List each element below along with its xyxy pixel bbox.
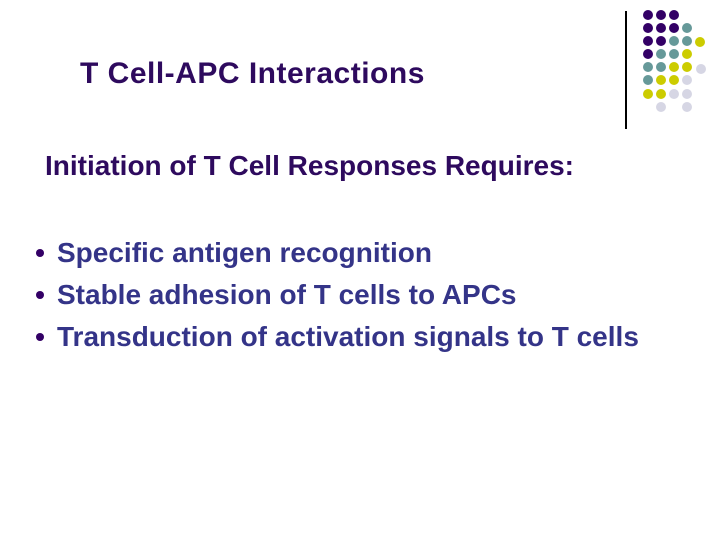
dot xyxy=(682,62,692,72)
dot xyxy=(656,62,666,72)
slide-subtitle: Initiation of T Cell Responses Requires: xyxy=(45,150,574,181)
dot xyxy=(656,89,666,99)
bullet-item: Specific antigen recognition xyxy=(36,232,639,274)
dot xyxy=(643,62,653,72)
dot xyxy=(643,23,653,33)
bullet-marker-icon xyxy=(36,333,44,341)
dot xyxy=(682,23,692,33)
bullet-text: Specific antigen recognition xyxy=(57,237,432,268)
dot xyxy=(656,75,666,85)
slide-title: T Cell-APC Interactions xyxy=(80,57,425,90)
dot xyxy=(656,10,666,20)
bullet-marker-icon xyxy=(36,291,44,299)
bullet-item: Transduction of activation signals to T … xyxy=(36,316,639,358)
bullet-marker-icon xyxy=(36,249,44,257)
dot-grid-decoration xyxy=(0,0,720,140)
vertical-divider-line xyxy=(625,11,627,129)
dot xyxy=(656,36,666,46)
dot xyxy=(643,36,653,46)
dot xyxy=(669,89,679,99)
dot xyxy=(669,10,679,20)
dot xyxy=(656,49,666,59)
dot xyxy=(682,49,692,59)
dot xyxy=(695,37,705,47)
dot xyxy=(669,49,679,59)
dot xyxy=(682,102,692,112)
dot xyxy=(682,89,692,99)
bullet-text: Stable adhesion of T cells to APCs xyxy=(57,279,517,310)
dot xyxy=(682,36,692,46)
bullet-text: Transduction of activation signals to T … xyxy=(57,321,639,352)
dot xyxy=(696,64,706,74)
dot xyxy=(669,23,679,33)
dot xyxy=(643,10,653,20)
dot xyxy=(669,36,679,46)
dot xyxy=(656,23,666,33)
dot xyxy=(656,102,666,112)
dot xyxy=(643,49,653,59)
dot xyxy=(643,75,653,85)
bullet-item: Stable adhesion of T cells to APCs xyxy=(36,274,639,316)
dot xyxy=(682,75,692,85)
dot xyxy=(643,89,653,99)
bullet-list: Specific antigen recognition Stable adhe… xyxy=(36,232,639,358)
dot xyxy=(669,62,679,72)
dot xyxy=(669,75,679,85)
